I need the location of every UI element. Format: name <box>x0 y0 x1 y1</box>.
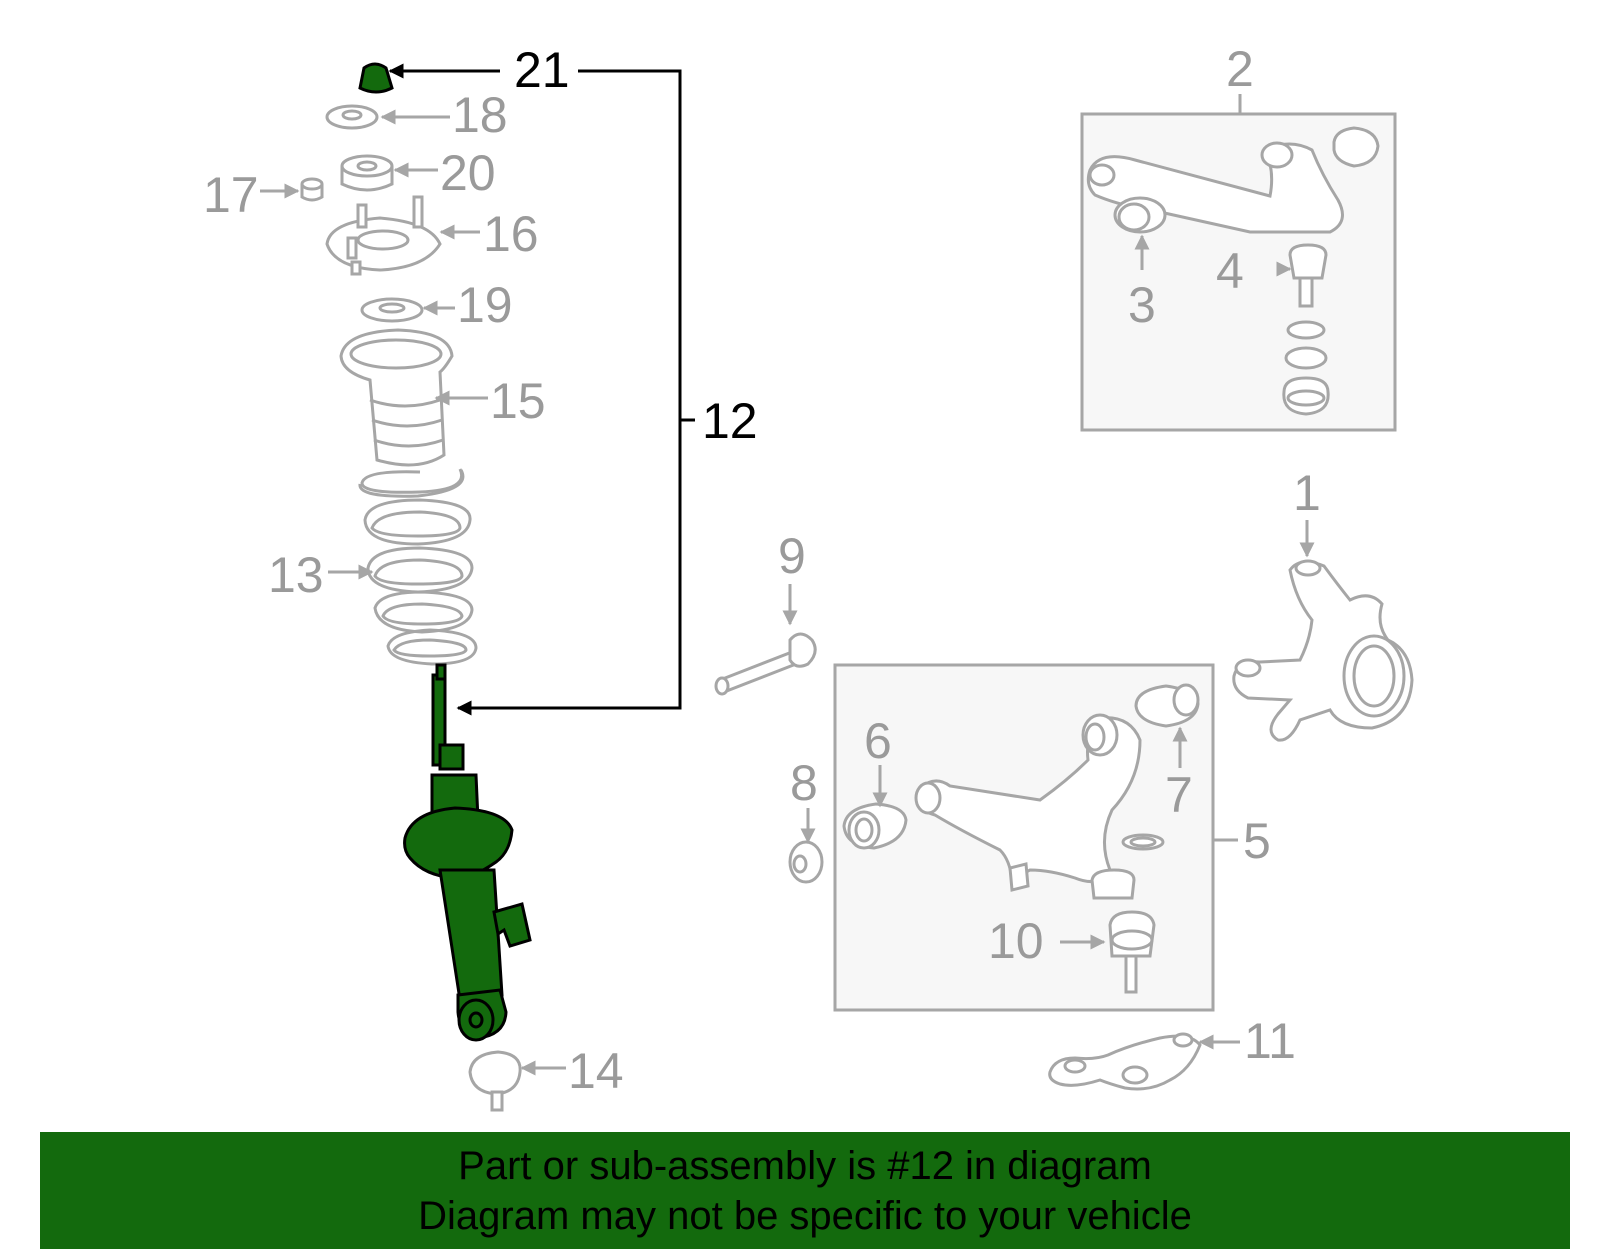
callout-19: 19 <box>457 277 513 333</box>
part-9-bolt[interactable] <box>714 584 817 696</box>
callout-16: 16 <box>483 206 539 262</box>
upper-arm-box <box>1080 94 1397 432</box>
callout-6: 6 <box>864 713 892 769</box>
assembly-bracket-12 <box>456 69 695 716</box>
part-17-nut[interactable] <box>260 177 324 202</box>
part-11-bracket[interactable] <box>1048 1032 1240 1091</box>
part-8-washer[interactable] <box>788 808 824 884</box>
callout-9: 9 <box>778 528 806 584</box>
callout-8: 8 <box>790 755 818 811</box>
banner-line-2: Diagram may not be specific to your vehi… <box>418 1193 1192 1238</box>
callout-20: 20 <box>440 145 496 201</box>
callout-17: 17 <box>203 167 259 223</box>
callout-11: 11 <box>1244 1013 1296 1069</box>
part-14-ball-joint[interactable] <box>468 1050 566 1112</box>
part-20-bushing[interactable] <box>340 154 438 192</box>
callout-21: 21 <box>514 42 570 98</box>
callout-2: 2 <box>1226 41 1254 97</box>
callout-3: 3 <box>1128 277 1156 333</box>
callout-14: 14 <box>568 1043 624 1099</box>
part-12-strut-assembly[interactable] <box>403 663 532 1042</box>
part-18-washer[interactable] <box>325 104 450 130</box>
callout-15: 15 <box>490 373 546 429</box>
part-16-strut-mount[interactable] <box>325 195 480 276</box>
callout-5: 5 <box>1243 813 1271 869</box>
callout-7: 7 <box>1165 767 1193 823</box>
part-19-spring-seat[interactable] <box>360 297 455 323</box>
callout-18: 18 <box>452 87 508 143</box>
callout-10: 10 <box>988 913 1044 969</box>
callout-4: 4 <box>1216 243 1244 299</box>
part-1-knuckle[interactable] <box>1232 520 1414 742</box>
part-21-cap[interactable] <box>358 62 500 94</box>
callout-12: 12 <box>702 393 758 449</box>
part-13-coil-spring[interactable] <box>328 468 478 666</box>
callout-1: 1 <box>1293 465 1321 521</box>
callout-13: 13 <box>268 547 324 603</box>
lower-arm-box <box>833 663 1238 1012</box>
info-banner: Part or sub-assembly is #12 in diagram D… <box>40 1132 1570 1249</box>
banner-line-1: Part or sub-assembly is #12 in diagram <box>458 1143 1152 1188</box>
part-15-dust-boot[interactable] <box>339 328 488 467</box>
